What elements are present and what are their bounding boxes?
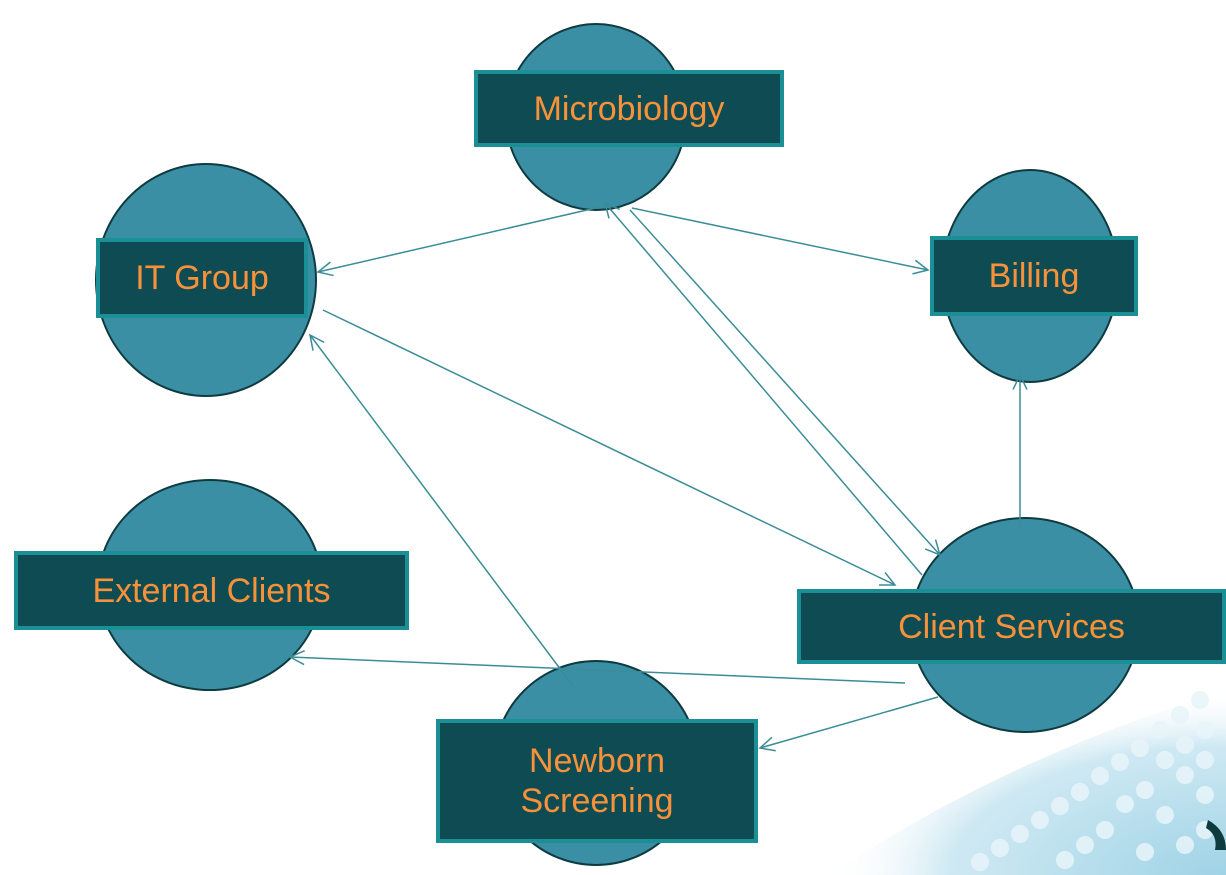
external-clients-label-box[interactable]: External Clients [14,551,409,630]
it-group-label: IT Group [135,259,269,297]
edge-microbiology-to-it-group [316,206,601,277]
arrowhead-icon [316,261,334,277]
it-group-label-box[interactable]: IT Group [96,238,308,318]
edge-line [317,206,601,273]
arrowhead-icon [878,572,897,586]
edge-line [631,207,929,271]
arrowhead-icon [1012,373,1028,390]
corner-decoration [830,690,1226,875]
newborn-screening-label-line2: Screening [520,782,674,820]
newborn-screening-label-line1: Newborn [528,742,666,780]
client-services-label: Client Services [898,607,1125,646]
edge-line [322,309,896,586]
edge-client-services-to-newborn-screening [758,696,939,752]
client-services-label-box[interactable]: Client Services [797,589,1226,664]
arrowhead-icon [288,649,305,666]
arrowhead-icon [758,736,776,752]
edge-line [289,656,906,684]
external-clients-label: External Clients [92,571,331,610]
billing-label-box[interactable]: Billing [930,236,1138,316]
edge-it-group-to-client-services [322,309,897,586]
edge-microbiology-to-billing [631,207,930,275]
edge-line [759,696,939,749]
newborn-screening-label-box[interactable]: Newborn Screening [436,719,758,843]
edge-client-services-to-microbiology [603,201,923,576]
arrowhead-icon [603,201,620,219]
edge-newborn-screening-to-it-group [308,333,574,687]
billing-label: Billing [988,257,1080,295]
microbiology-label-box[interactable]: Microbiology [474,70,784,147]
arrowhead-icon [912,259,930,275]
microbiology-label: Microbiology [533,89,725,128]
edge-client-services-to-external-clients [288,649,906,684]
arrowhead-icon [924,539,942,557]
edge-line [604,202,923,576]
edges-group [288,201,1028,752]
edge-line [629,209,941,556]
edge-client-services-to-billing [1012,373,1028,527]
arrowhead-icon [308,333,325,351]
edge-line [309,334,574,687]
edge-microbiology-to-client-services [629,209,942,557]
